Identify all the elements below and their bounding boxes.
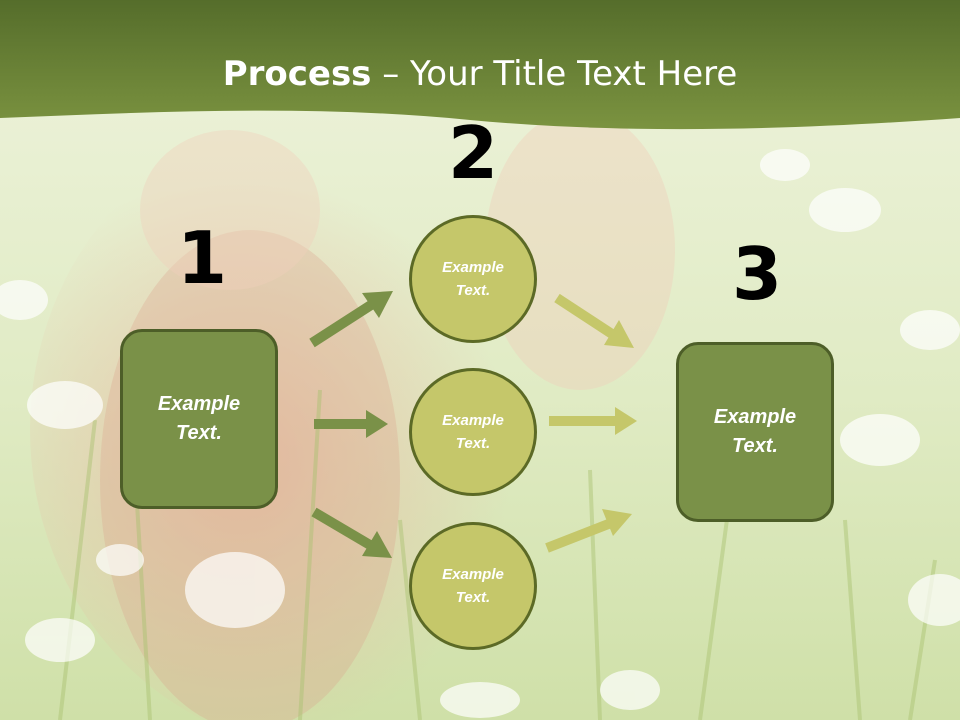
step-1-label: Example Text.	[157, 393, 241, 444]
arrow-from-circle-middle	[549, 407, 637, 435]
step-1-number: 1	[177, 216, 228, 300]
arrow-to-circle-bottom	[311, 507, 392, 558]
arrow-from-circle-top	[554, 293, 634, 348]
step-3-label: Example Text.	[713, 406, 797, 457]
step-2-circle-bottom: Example Text.	[409, 522, 537, 650]
step-3-number: 3	[732, 232, 783, 316]
slide-title: Process – Your Title Text Here	[0, 52, 960, 96]
circle-bottom-label: Example Text.	[442, 566, 504, 606]
arrow-to-circle-middle	[314, 410, 388, 438]
step-2-number: 2	[448, 111, 499, 195]
step-2-circle-top: Example Text.	[409, 215, 537, 343]
title-bold: Process	[222, 54, 372, 94]
circle-middle-label: Example Text.	[442, 412, 504, 452]
arrow-to-circle-top	[309, 291, 393, 348]
circle-top-label: Example Text.	[442, 259, 504, 299]
step-2-circle-middle: Example Text.	[409, 368, 537, 496]
step-3-box: Example Text.	[676, 342, 834, 522]
arrow-from-circle-bottom	[545, 509, 632, 553]
title-rest: – Your Title Text Here	[371, 54, 738, 94]
step-1-box: Example Text.	[120, 329, 278, 509]
